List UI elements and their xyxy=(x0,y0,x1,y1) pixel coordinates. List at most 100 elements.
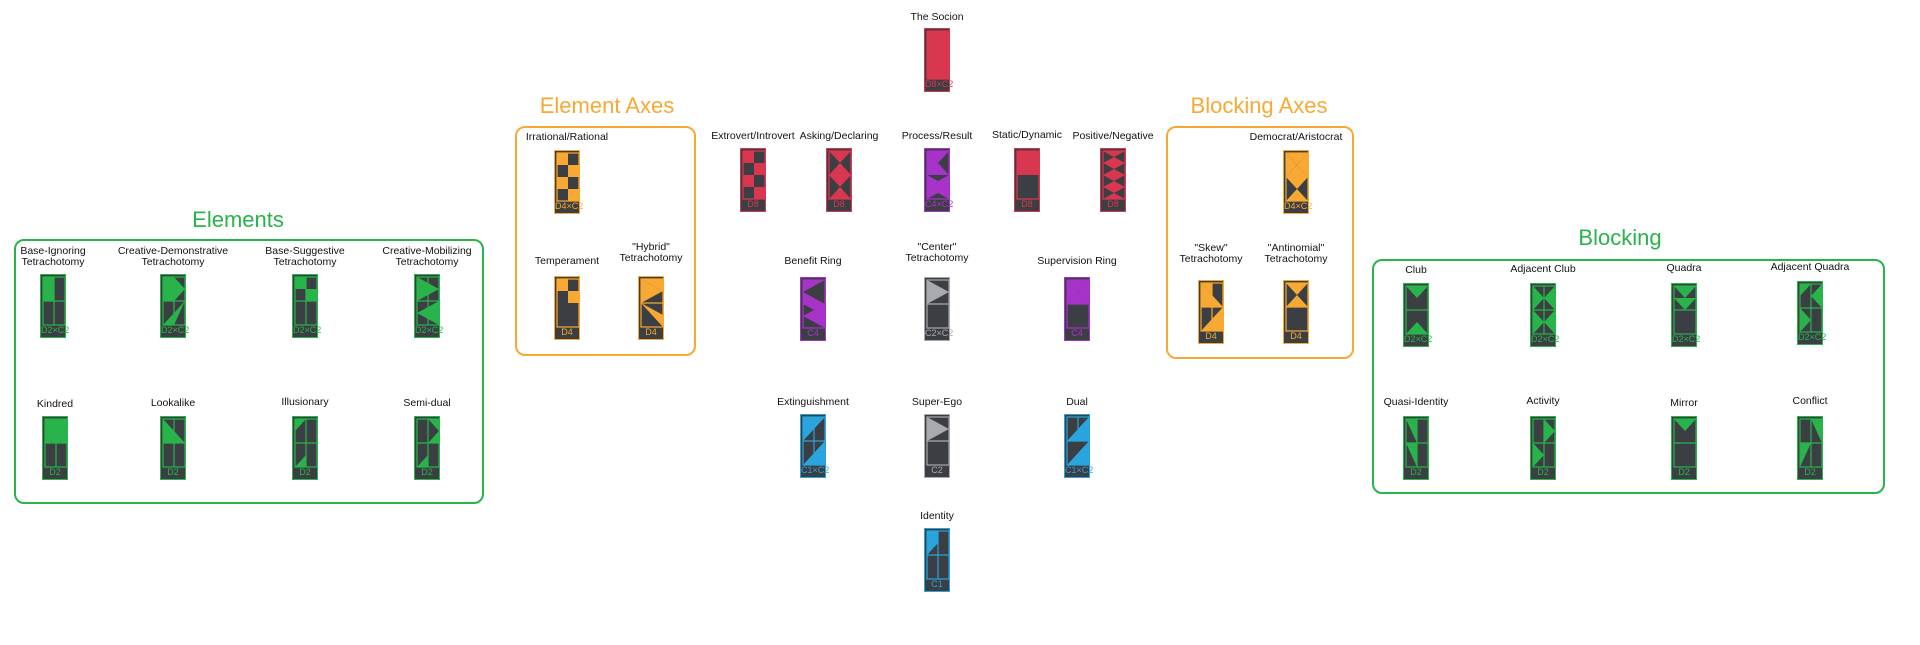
conflict-pattern-icon xyxy=(1799,418,1823,468)
extrovert-introvert-symbol: D8 xyxy=(747,199,759,209)
quadra-card: D2×C2 xyxy=(1671,283,1701,347)
democrat-aristocrat-card: D4×C2 xyxy=(1283,150,1312,214)
antinomial-tetrachotomy-label: "Antinomial" Tetrachotomy xyxy=(1264,242,1328,266)
semi-dual-label: Semi-dual xyxy=(403,397,451,409)
positive-negative-label: Positive/Negative xyxy=(1072,130,1154,142)
club-pattern-icon xyxy=(1405,285,1429,335)
creative-mobilizing-card: D2×C2 xyxy=(414,274,443,338)
quadra-label: Quadra xyxy=(1666,262,1702,274)
quasi-identity-card: D2 xyxy=(1403,416,1429,480)
asking-declaring-pattern-icon xyxy=(828,150,852,200)
quadra-symbol: D2×C2 xyxy=(1672,334,1701,344)
base-suggestive-card: D2×C2 xyxy=(292,274,321,338)
temperament-symbol: D4 xyxy=(561,327,573,337)
irrational-rational-label: Irrational/Rational xyxy=(525,131,609,143)
temperament-label: Temperament xyxy=(534,255,600,267)
lookalike-card: D2 xyxy=(160,416,186,480)
static-dynamic-symbol: D8 xyxy=(1021,199,1033,209)
benefit-ring-symbol: C4 xyxy=(807,328,819,338)
kindred-label: Kindred xyxy=(36,398,74,410)
antinomial-tetrachotomy-card: D4 xyxy=(1283,280,1309,344)
semi-dual-symbol: D2 xyxy=(421,467,433,477)
semi-dual-pattern-icon xyxy=(416,418,440,468)
blocking-axes-heading: Blocking Axes xyxy=(1190,93,1328,118)
center-tetrachotomy-label: "Center" Tetrachotomy xyxy=(905,241,969,265)
adjacent-club-symbol: D2×C2 xyxy=(1531,334,1560,344)
mirror-card: D2 xyxy=(1671,416,1697,480)
quadra-pattern-icon xyxy=(1673,285,1697,335)
extrovert-introvert-pattern-icon xyxy=(742,150,766,200)
supervision-ring-card: C4 xyxy=(1064,277,1090,341)
dual-label: Dual xyxy=(1066,396,1088,408)
process-result-card: C4×C2 xyxy=(924,148,954,212)
blocking-axes-frame xyxy=(1166,126,1354,359)
creative-demonstrative-symbol: D2×C2 xyxy=(161,325,190,335)
super-ego-symbol: C2 xyxy=(931,465,943,475)
extrovert-introvert-card: D8 xyxy=(740,148,766,212)
positive-negative-card: D8 xyxy=(1100,148,1126,212)
club-label: Club xyxy=(1405,264,1427,276)
lookalike-pattern-icon xyxy=(162,418,186,468)
hybrid-tetrachotomy-label: "Hybrid" Tetrachotomy xyxy=(619,241,683,265)
base-suggestive-label: Base-Suggestive Tetrachotomy xyxy=(265,245,345,269)
positive-negative-symbol: D8 xyxy=(1107,199,1119,209)
illusionary-symbol: D2 xyxy=(299,467,311,477)
center-tetrachotomy-symbol: C2×C2 xyxy=(925,328,954,338)
dual-card: C1×C2 xyxy=(1064,414,1094,478)
supervision-ring-label: Supervision Ring xyxy=(1037,255,1117,267)
adjacent-club-card: D2×C2 xyxy=(1530,283,1560,347)
identity-symbol: C1 xyxy=(931,579,943,589)
club-card: D2×C2 xyxy=(1403,283,1433,347)
elements-heading: Elements xyxy=(192,207,284,232)
extinguishment-card: C1×C2 xyxy=(800,414,830,478)
conflict-card: D2 xyxy=(1797,416,1823,480)
hybrid-tetrachotomy-symbol: D4 xyxy=(645,327,657,337)
center-tetrachotomy-card: C2×C2 xyxy=(924,277,954,341)
process-result-pattern-icon xyxy=(926,150,950,200)
element-axes-heading: Element Axes xyxy=(539,93,675,118)
extrovert-introvert-label: Extrovert/Introvert xyxy=(711,130,795,142)
supervision-ring-symbol: C4 xyxy=(1071,328,1083,338)
conflict-label: Conflict xyxy=(1792,395,1828,407)
process-result-label: Process/Result xyxy=(901,130,973,142)
skew-tetrachotomy-pattern-icon xyxy=(1200,282,1224,332)
the-socion-card: D8×C2 xyxy=(924,28,954,92)
asking-declaring-symbol: D8 xyxy=(833,199,845,209)
asking-declaring-label: Asking/Declaring xyxy=(799,130,879,142)
mirror-label: Mirror xyxy=(1670,397,1698,409)
extinguishment-symbol: C1×C2 xyxy=(801,465,830,475)
static-dynamic-pattern-icon xyxy=(1016,150,1040,200)
adjacent-quadra-symbol: D2×C2 xyxy=(1798,332,1827,342)
process-result-symbol: C4×C2 xyxy=(925,199,954,209)
quasi-identity-pattern-icon xyxy=(1405,418,1429,468)
extinguishment-pattern-icon xyxy=(802,416,826,466)
positive-negative-pattern-icon xyxy=(1102,150,1126,200)
super-ego-pattern-icon xyxy=(926,416,950,466)
illusionary-label: Illusionary xyxy=(281,396,329,408)
irrational-rational-card: D4×C2 xyxy=(554,150,583,214)
irrational-rational-pattern-icon xyxy=(556,152,580,202)
the-socion-symbol: D8×C2 xyxy=(925,79,954,89)
club-symbol: D2×C2 xyxy=(1404,334,1433,344)
the-socion-label: The Socion xyxy=(910,11,964,23)
benefit-ring-pattern-icon xyxy=(802,279,826,329)
base-ignoring-label: Base-Ignoring Tetrachotomy xyxy=(20,245,86,269)
center-tetrachotomy-pattern-icon xyxy=(926,279,950,329)
adjacent-club-label: Adjacent Club xyxy=(1510,263,1576,275)
static-dynamic-card: D8 xyxy=(1014,148,1040,212)
activity-pattern-icon xyxy=(1532,418,1556,468)
identity-pattern-icon xyxy=(926,530,950,580)
hybrid-tetrachotomy-card: D4 xyxy=(638,276,664,340)
skew-tetrachotomy-label: "Skew" Tetrachotomy xyxy=(1179,242,1243,266)
activity-label: Activity xyxy=(1526,395,1560,407)
democrat-aristocrat-label: Democrat/Aristocrat xyxy=(1249,131,1343,143)
skew-tetrachotomy-symbol: D4 xyxy=(1205,331,1217,341)
activity-card: D2 xyxy=(1530,416,1556,480)
skew-tetrachotomy-card: D4 xyxy=(1198,280,1224,344)
identity-label: Identity xyxy=(920,510,954,522)
the-socion-pattern-icon xyxy=(926,30,950,80)
creative-mobilizing-pattern-icon xyxy=(416,276,440,326)
kindred-pattern-icon xyxy=(44,418,68,468)
dual-symbol: C1×C2 xyxy=(1065,465,1094,475)
quasi-identity-symbol: D2 xyxy=(1410,467,1422,477)
